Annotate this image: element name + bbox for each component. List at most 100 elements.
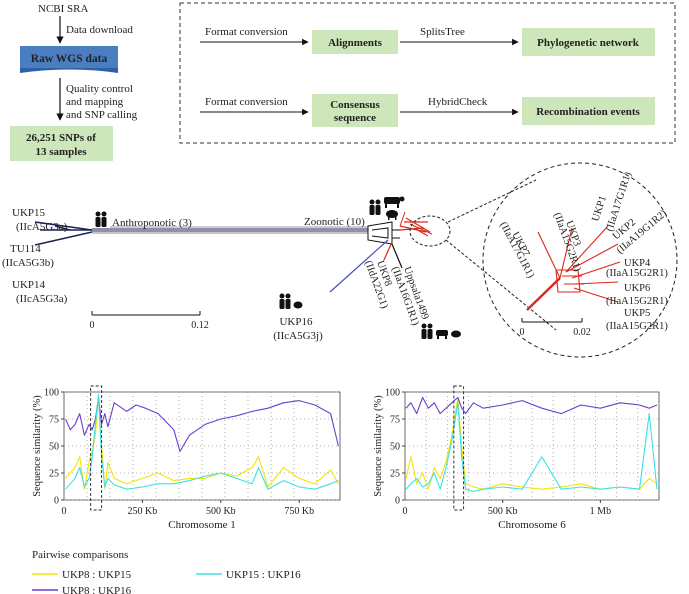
zoom-tip-ukp6: UKP6 xyxy=(624,283,650,294)
qc-line-2: and mapping xyxy=(66,96,124,108)
x-axis-title: Chromosome 6 xyxy=(498,519,566,531)
backbone-branch xyxy=(92,226,368,234)
y-axis-title: Sequence similarity (%) xyxy=(32,395,43,497)
legend-label-ukp8-ukp16: UKP8 : UKP16 xyxy=(62,585,132,594)
zoom-source-ellipse xyxy=(409,215,451,247)
snp-box xyxy=(10,126,113,161)
people-icon xyxy=(279,293,291,309)
people-icon xyxy=(369,199,381,215)
consensus-line-1: Consensus xyxy=(330,99,380,111)
phylo-network-box xyxy=(522,28,655,56)
series-line-ukp15-ukp16 xyxy=(405,402,658,492)
row2-format-label: Format conversion xyxy=(205,96,288,108)
zoonotic-cluster xyxy=(399,217,433,237)
y-tick-label: 50 xyxy=(390,442,400,453)
scale-min: 0 xyxy=(90,320,95,331)
tip-tu114-sub: (IIcA5G3b) xyxy=(2,257,54,269)
raw-data-label: Raw WGS data xyxy=(31,53,108,65)
ukp16-branch xyxy=(329,239,389,293)
zoom-scale-min: 0 xyxy=(520,327,525,338)
x-axis-title: Chromosome 1 xyxy=(168,519,236,531)
pipeline-dashed-frame xyxy=(179,2,676,144)
x-tick-label: 750 Kb xyxy=(284,506,314,517)
consensus-line-2: sequence xyxy=(334,112,376,124)
row1-format-label: Format conversion xyxy=(205,26,288,38)
zoom-circle xyxy=(482,162,678,358)
central-network xyxy=(367,211,406,245)
snp-line-1: 26,251 SNPs of xyxy=(26,132,96,144)
legend-title: Pairwise comparisons xyxy=(32,549,128,561)
scale-max: 0.12 xyxy=(191,320,209,331)
download-label: Data download xyxy=(66,24,133,36)
people-icon xyxy=(421,323,433,339)
plot-area xyxy=(404,391,660,501)
qc-line-3: and SNP calling xyxy=(66,109,138,121)
zoom-scale-max: 0.02 xyxy=(573,327,591,338)
y-tick-label: 25 xyxy=(49,469,59,480)
tip-ukp15-sub: (IIcA5G3a) xyxy=(16,221,68,233)
recombination-box xyxy=(522,97,655,125)
tip-ukp14: UKP14 xyxy=(12,279,46,291)
raw-data-box-wave xyxy=(20,68,118,73)
source-label: NCBI SRA xyxy=(38,3,88,15)
sheep-icon xyxy=(451,330,461,338)
zoom-tip-ukp4: UKP4 xyxy=(624,258,651,269)
x-tick-label-zero: 0 xyxy=(403,506,408,517)
series-line-ukp8-ukp15 xyxy=(65,396,339,490)
rodent-icon xyxy=(293,301,303,309)
y-tick-label: 0 xyxy=(395,496,400,507)
x-tick-label: 500 Kb xyxy=(206,506,236,517)
tip-ukp16: UKP16 xyxy=(279,316,313,328)
highlight-region xyxy=(90,385,103,511)
cow-icon xyxy=(384,196,405,208)
series-line-ukp8-ukp16 xyxy=(405,396,658,415)
raw-data-box xyxy=(20,46,118,68)
x-tick-label: 1 Mb xyxy=(590,506,611,517)
zoom-network xyxy=(526,225,621,311)
plot-area xyxy=(63,391,341,501)
series-line-ukp8-ukp16 xyxy=(65,396,339,452)
tip-ukp14-sub: (IIcA5G3a) xyxy=(16,293,68,305)
legend: Pairwise comparisons UKP8 : UKP15 UKP8 :… xyxy=(32,549,301,594)
legend-label-ukp15-ukp16: UKP15 : UKP16 xyxy=(226,569,301,581)
uppsala-branch xyxy=(391,243,403,269)
recombination-label: Recombination events xyxy=(536,106,640,118)
snp-line-2: 13 samples xyxy=(35,146,87,158)
alignments-label: Alignments xyxy=(328,37,383,49)
zoom-tip-ukp1: UKP1 xyxy=(590,195,609,223)
consensus-box xyxy=(312,94,398,127)
ukp8-branch xyxy=(383,241,393,261)
zoom-tip-ukp5: UKP5 xyxy=(624,308,650,319)
y-tick-label: 100 xyxy=(385,388,400,399)
y-tick-label: 0 xyxy=(54,496,59,507)
cow-icon xyxy=(436,330,448,339)
tip-ukp15: UKP15 xyxy=(12,207,46,219)
y-axis-title: Sequence similarity (%) xyxy=(373,395,384,497)
legend-label-ukp8-ukp15: UKP8 : UKP15 xyxy=(62,569,132,581)
network-panel: UKP15 (IIcA5G3a) TU114 (IIcA5G3b) UKP14 … xyxy=(2,162,678,358)
people-icon xyxy=(95,211,107,227)
y-tick-label: 100 xyxy=(44,388,59,399)
sheep-icon xyxy=(386,210,398,220)
highlight-region xyxy=(453,385,465,511)
anthroponotic-label: Anthroponotic (3) xyxy=(112,217,192,229)
series-line-ukp15-ukp16 xyxy=(65,393,339,490)
zoom-tip-ukp6-sub: (IIaA15G2R1) xyxy=(606,296,668,307)
zoonotic-label: Zoonotic (10) xyxy=(304,216,365,228)
x-tick-label: 250 Kb xyxy=(128,506,158,517)
y-tick-label: 50 xyxy=(49,442,59,453)
splitstree-label: SplitsTree xyxy=(420,26,465,38)
tip-ukp16-sub: (IIcA5G3j) xyxy=(273,330,323,342)
anthroponotic-branches xyxy=(34,221,93,246)
y-tick-label: 75 xyxy=(390,415,400,426)
x-tick-label-zero: 0 xyxy=(62,506,67,517)
x-tick-label: 500 Kb xyxy=(488,506,518,517)
hybridcheck-label: HybridCheck xyxy=(428,96,488,108)
phylo-network-label: Phylogenetic network xyxy=(537,37,640,49)
zoom-tip-ukp4-sub: (IIaA15G2R1) xyxy=(606,268,668,279)
qc-line-1: Quality control xyxy=(66,83,133,95)
